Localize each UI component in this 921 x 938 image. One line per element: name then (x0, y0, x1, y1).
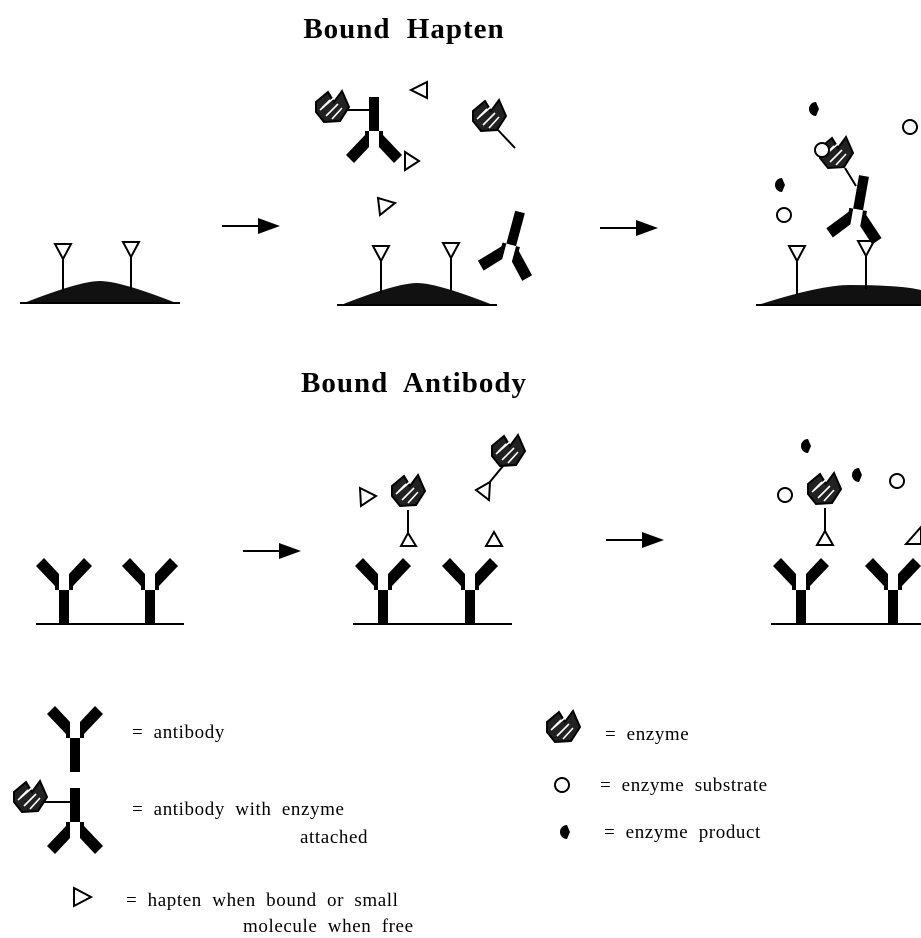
hapten-triangle-icon (443, 243, 459, 291)
legend-hapten: = hapten when bound or small (126, 890, 399, 911)
antibody-y-icon (47, 706, 103, 772)
enzyme-icon (547, 711, 580, 742)
open-circle-icon (555, 778, 569, 792)
open-circle-icon (815, 143, 829, 157)
hapten-triangle-icon (858, 241, 874, 289)
hapten-triangle-icon (55, 244, 71, 292)
right-arrow-icon (222, 218, 280, 234)
right-arrow-icon (243, 543, 301, 559)
antibody-y-icon (442, 558, 498, 624)
antibody-y-icon (773, 558, 829, 624)
enzyme-icon (14, 781, 47, 812)
antibody-y-icon (865, 558, 921, 624)
solid-surface (20, 281, 180, 303)
antibody-y-icon (36, 558, 92, 624)
hapten-triangle-icon (378, 198, 395, 215)
hapten-stage-3 (756, 102, 921, 305)
enzyme-icon (492, 435, 525, 466)
filled-half-circle-icon (801, 439, 811, 453)
antibody-with-enzyme (47, 788, 103, 854)
antibody-with-enzyme (346, 97, 402, 163)
title-bound-antibody: Bound Antibody (301, 367, 527, 399)
legend-enzyme: = enzyme (605, 724, 689, 745)
hapten-triangle-icon (123, 242, 139, 290)
open-circle-icon (890, 474, 904, 488)
open-circle-icon (903, 120, 917, 134)
hapten-stage-1 (20, 242, 180, 303)
enzyme-icon (473, 100, 506, 131)
antibody-stage-1 (36, 558, 184, 624)
right-arrow-icon (606, 532, 664, 548)
hapten-triangle-icon (486, 532, 502, 546)
antibody-stage-3 (771, 439, 921, 624)
legend-antibody-with-enzyme-cont: attached (300, 827, 368, 848)
antibody-y-icon (355, 558, 411, 624)
title-bound-hapten: Bound Hapten (303, 13, 504, 45)
hapten-triangle-icon (906, 527, 921, 544)
antibody-stage-2 (353, 435, 525, 624)
open-circle-icon (777, 208, 791, 222)
hapten-stage-2 (316, 82, 547, 305)
hapten-triangle-icon (476, 482, 490, 500)
filled-half-circle-icon (560, 825, 570, 839)
filled-half-circle-icon (852, 468, 862, 482)
legend-antibody-with-enzyme: = antibody with enzyme (132, 799, 345, 820)
hapten-triangle-icon (411, 82, 427, 98)
open-circle-icon (778, 488, 792, 502)
hapten-triangle-icon (789, 246, 805, 294)
antibody-y-icon (122, 558, 178, 624)
antibody-with-enzyme (476, 205, 547, 283)
hapten-triangle-icon (74, 888, 91, 906)
hapten-triangle-icon (401, 533, 416, 546)
filled-half-circle-icon (775, 178, 785, 192)
enzyme-icon (392, 475, 425, 506)
hapten-triangle-icon (373, 246, 389, 294)
antibody-with-enzyme (825, 171, 892, 246)
legend-hapten-cont: molecule when free (243, 916, 414, 937)
filled-half-circle-icon (809, 102, 819, 116)
legend-antibody: = antibody (132, 722, 225, 743)
enzyme-icon (808, 473, 841, 504)
solid-surface (758, 285, 921, 305)
legend: = antibody = antibody with enzyme attach… (14, 706, 768, 937)
right-arrow-icon (600, 220, 658, 236)
legend-enzyme-product: = enzyme product (604, 822, 761, 843)
hapten-triangle-icon (360, 488, 376, 506)
enzyme-icon (316, 91, 349, 122)
legend-enzyme-substrate: = enzyme substrate (600, 775, 768, 796)
hapten-triangle-icon (405, 152, 419, 170)
hapten-triangle-icon (817, 531, 833, 545)
solid-surface (337, 283, 497, 305)
